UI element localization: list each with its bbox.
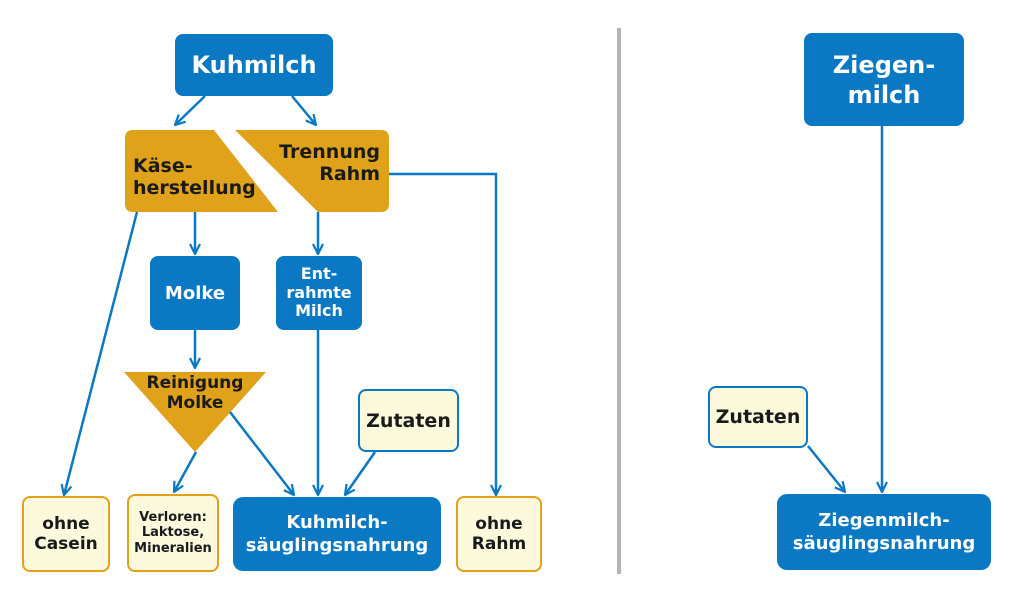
label-kaeseherstellung: Käse- herstellung	[133, 155, 256, 199]
arrow-kuhmilch-kaese	[175, 95, 206, 125]
node-entrahmte-milch: Ent- rahmte Milch	[276, 256, 362, 330]
divider-line	[617, 28, 621, 574]
node-ohne-rahm: ohne Rahm	[456, 496, 542, 572]
label-trennung-rahm: Trennung Rahm	[279, 141, 380, 185]
arrow-kuhmilch-trennung	[291, 95, 316, 125]
arrow-reinigung-verloren	[174, 451, 198, 492]
node-kuhmilch: Kuhmilch	[175, 34, 333, 96]
reinigung-molke-shape	[124, 372, 266, 452]
node-molke: Molke	[150, 256, 240, 330]
arrow-kaese-casein	[64, 211, 139, 495]
arrow-zutaten-ziegen	[807, 445, 845, 492]
node-verloren: Verloren: Laktose, Mineralien	[127, 494, 219, 572]
node-ziegenmilch: Ziegen- milch	[804, 33, 964, 126]
node-ziegenmilch-saeuglingsnahrung: Ziegenmilch- säuglingsnahrung	[777, 494, 991, 570]
arrow-zutaten-nahrung	[345, 451, 377, 495]
node-ohne-casein: ohne Casein	[22, 496, 110, 572]
label-reinigung-molke: Reinigung Molke	[146, 373, 244, 413]
trennung-rahm-shape	[235, 130, 389, 212]
kaeseherstellung-shape	[125, 130, 278, 212]
node-zutaten-left: Zutaten	[358, 389, 459, 452]
node-zutaten-right: Zutaten	[708, 386, 808, 448]
node-kuhmilch-saeuglingsnahrung: Kuhmilch- säuglingsnahrung	[233, 497, 441, 571]
arrow-reinigung-nahrung	[229, 411, 294, 495]
arrow-trennung-rahm	[389, 172, 496, 495]
